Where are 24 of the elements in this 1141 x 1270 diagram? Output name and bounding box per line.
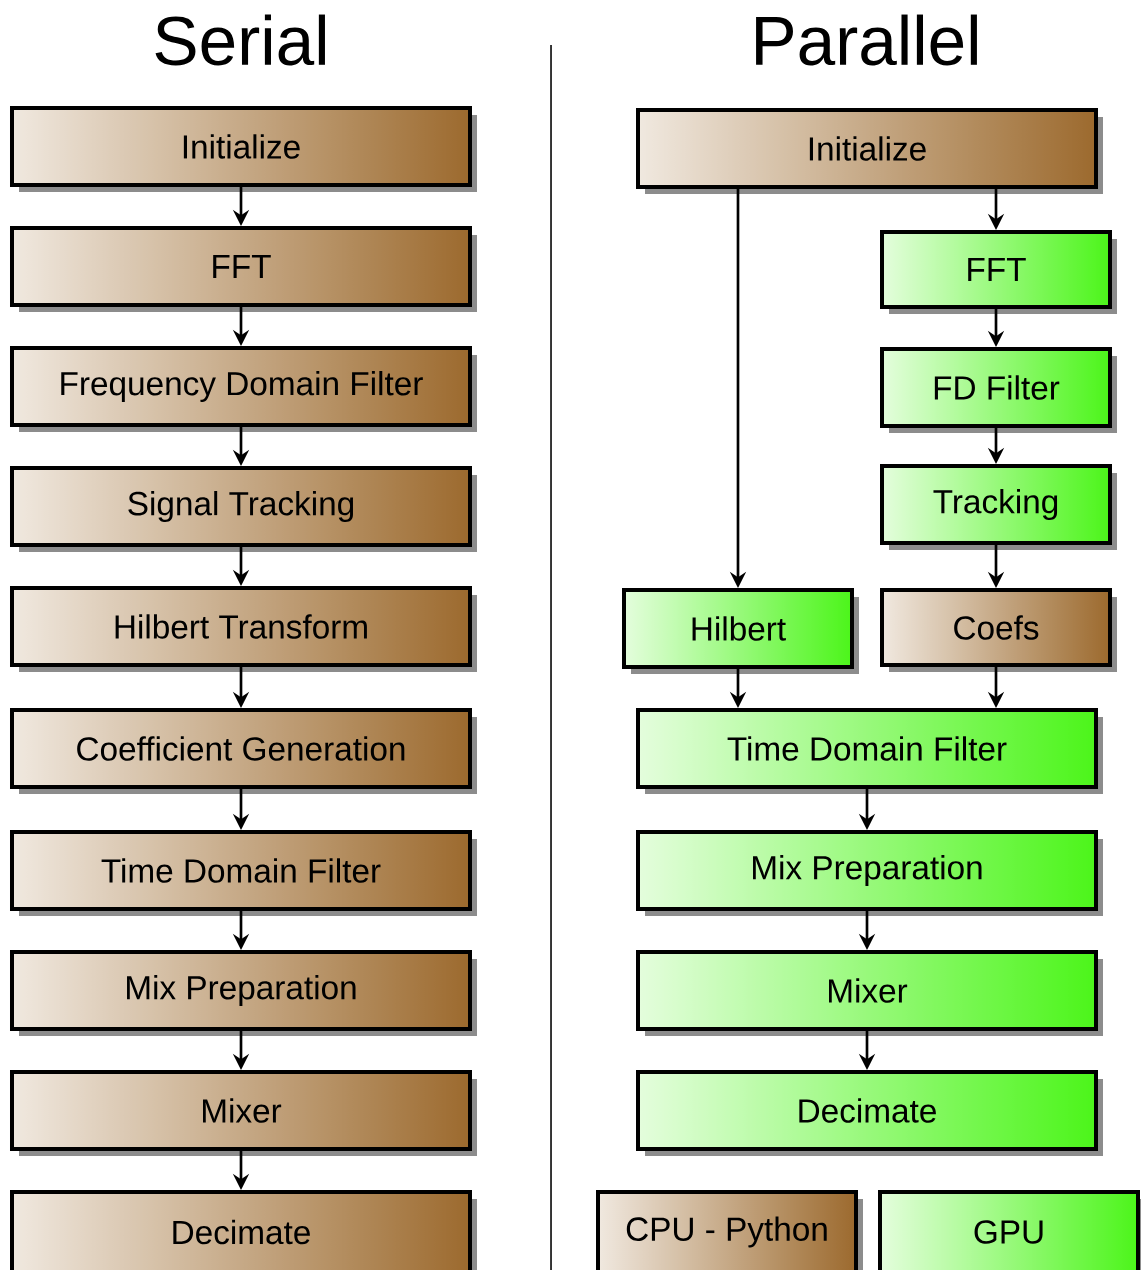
process-box: Initialize (636, 108, 1103, 194)
legend-item: CPU - Python (596, 1190, 863, 1270)
process-box: Mix Preparation (10, 950, 477, 1036)
process-box: Mixer (636, 950, 1103, 1036)
legend-item: GPU (878, 1190, 1141, 1270)
process-box: Coefs (880, 588, 1117, 672)
column-title: Serial (155, 14, 325, 66)
process-box: Time Domain Filter (636, 708, 1103, 794)
process-box: FFT (880, 230, 1117, 314)
process-box: Time Domain Filter (10, 830, 477, 916)
process-box: Coefficient Generation (10, 708, 477, 794)
process-box: Hilbert (622, 588, 859, 674)
process-box: Mixer (10, 1070, 477, 1156)
process-box: FD Filter (880, 347, 1117, 433)
process-box: Mix Preparation (636, 830, 1103, 916)
column-title: Parallel (756, 14, 977, 66)
process-box: Hilbert Transform (10, 586, 477, 672)
process-box: Decimate (10, 1190, 477, 1270)
process-box: FFT (10, 226, 477, 312)
process-box: Initialize (10, 106, 477, 192)
process-box: Frequency Domain Filter (10, 346, 477, 432)
process-box: Decimate (636, 1070, 1103, 1156)
process-box: Tracking (880, 464, 1117, 550)
process-box: Signal Tracking (10, 466, 477, 552)
